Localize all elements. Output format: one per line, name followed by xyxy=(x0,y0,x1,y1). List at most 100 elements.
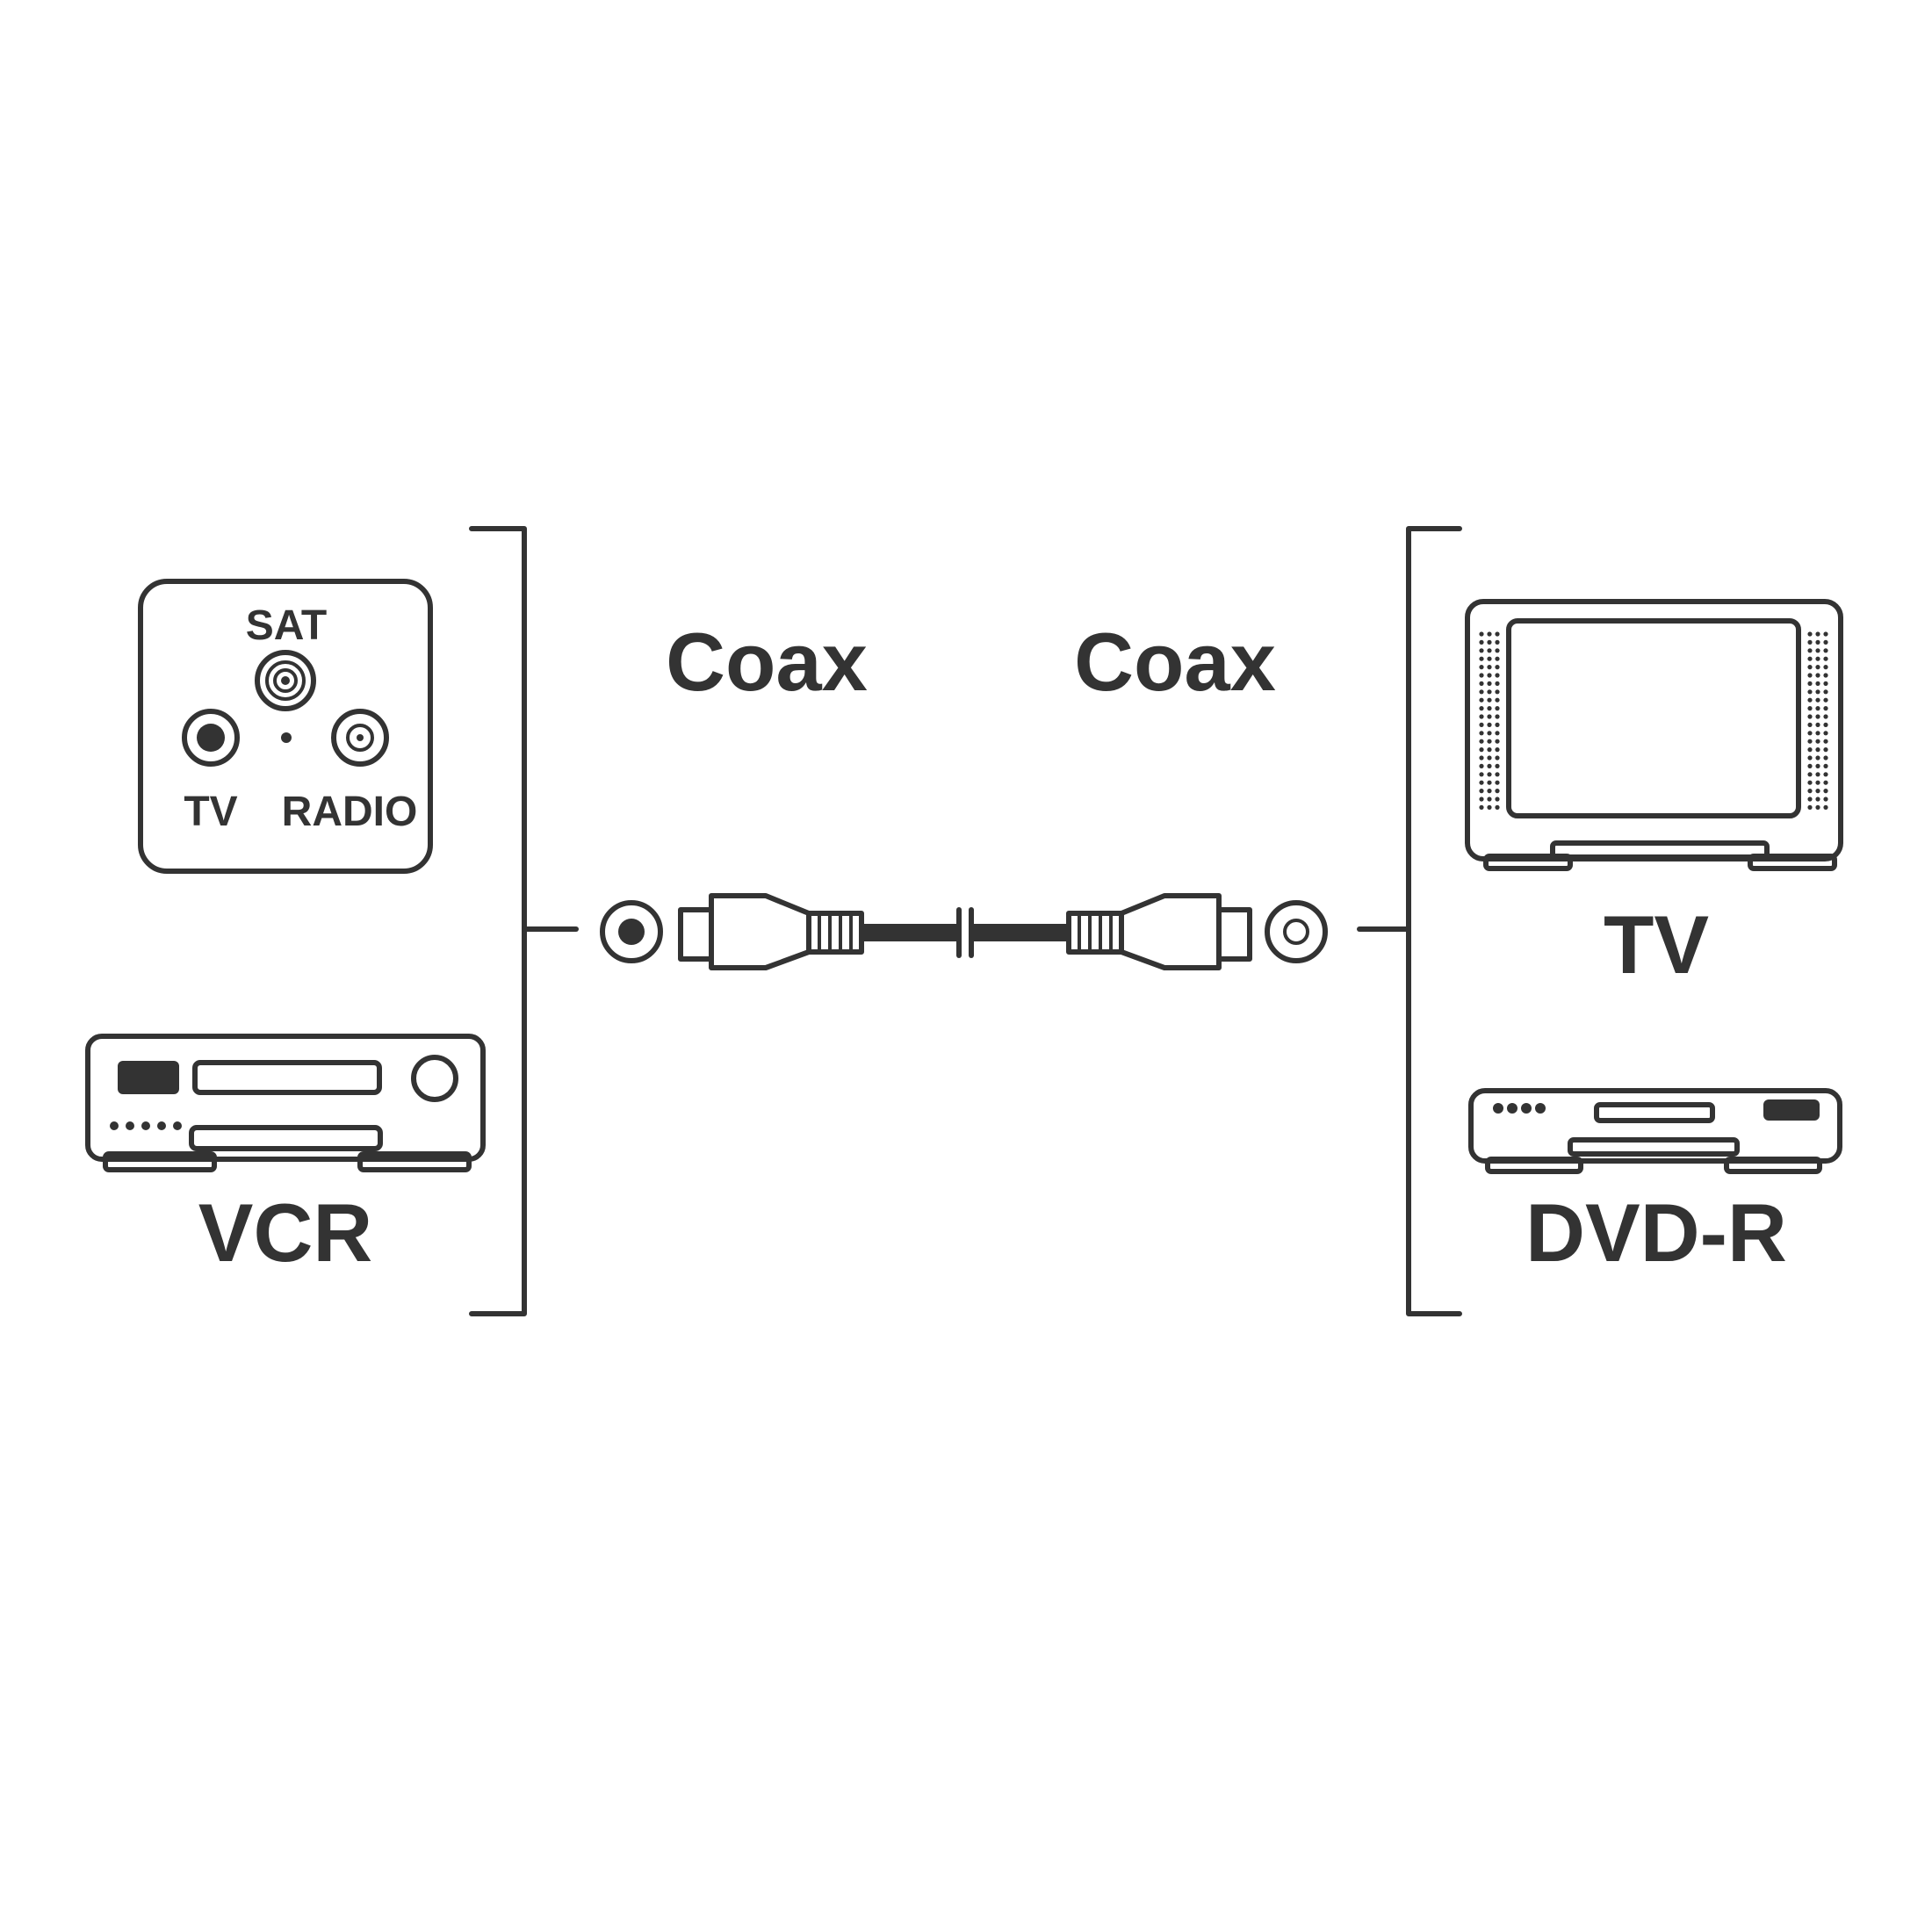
speaker-dot xyxy=(1487,656,1492,661)
speaker-dot xyxy=(1487,665,1492,670)
speaker-dot xyxy=(1823,722,1828,728)
speaker-dot xyxy=(1823,739,1828,744)
dvd-r-label: DVD-R xyxy=(1525,1186,1787,1279)
speaker-dot xyxy=(1807,714,1813,719)
speaker-dot xyxy=(1807,673,1813,678)
speaker-dot xyxy=(1815,755,1820,761)
speaker-dot xyxy=(1807,804,1813,811)
speaker-dot xyxy=(1479,648,1484,653)
speaker-dot xyxy=(1815,747,1820,753)
speaker-dot xyxy=(1495,648,1500,653)
speaker-dot xyxy=(1479,673,1484,678)
speaker-dot xyxy=(1807,747,1813,753)
speaker-dot xyxy=(1807,739,1813,744)
speaker-dot xyxy=(1807,755,1813,761)
speaker-dot xyxy=(1823,763,1828,769)
coax-plug-right-icon xyxy=(969,893,1252,970)
speaker-dot xyxy=(1479,706,1484,711)
vcr-label: VCR xyxy=(198,1186,372,1279)
speaker-dot xyxy=(1495,689,1500,695)
dvd-recorder-icon xyxy=(1468,1088,1842,1174)
speaker-dot xyxy=(1495,665,1500,670)
speaker-dot xyxy=(1807,763,1813,769)
speaker-dot xyxy=(1487,648,1492,653)
speaker-dot xyxy=(1815,689,1820,695)
speaker-dot xyxy=(1495,631,1500,637)
tv-speaker-left-icon xyxy=(1479,631,1500,811)
speaker-dot xyxy=(1487,681,1492,687)
speaker-dot xyxy=(1823,789,1828,794)
speaker-dot xyxy=(1807,722,1813,728)
speaker-dot xyxy=(1815,763,1820,769)
speaker-dot xyxy=(1815,665,1820,670)
speaker-dot xyxy=(1823,665,1828,670)
speaker-dot xyxy=(1487,797,1492,802)
speaker-dot xyxy=(1823,631,1828,637)
speaker-dot xyxy=(1479,755,1484,761)
speaker-dot xyxy=(1807,631,1813,637)
speaker-dot xyxy=(1495,739,1500,744)
speaker-dot xyxy=(1807,681,1813,687)
speaker-dot xyxy=(1487,780,1492,785)
speaker-dot xyxy=(1823,747,1828,753)
coax-plug-left-icon xyxy=(678,893,962,970)
speaker-dot xyxy=(1823,731,1828,736)
speaker-dot xyxy=(1495,780,1500,785)
right-bracket xyxy=(1406,526,1462,1316)
vcr-icon xyxy=(85,1034,486,1172)
speaker-dot xyxy=(1807,797,1813,802)
socket-label-tv: TV xyxy=(184,789,237,835)
speaker-dot xyxy=(1823,706,1828,711)
speaker-dot xyxy=(1479,639,1484,645)
tv-connector-icon xyxy=(182,709,240,767)
speaker-dot xyxy=(1815,804,1820,811)
speaker-dot xyxy=(1487,639,1492,645)
speaker-dot xyxy=(1487,747,1492,753)
socket-label-radio: RADIO xyxy=(282,789,418,835)
speaker-dot xyxy=(1487,673,1492,678)
speaker-dot xyxy=(1479,689,1484,695)
speaker-dot xyxy=(1815,731,1820,736)
speaker-dot xyxy=(1495,639,1500,645)
speaker-dot xyxy=(1815,639,1820,645)
speaker-dot xyxy=(1807,731,1813,736)
speaker-dot xyxy=(1823,689,1828,695)
speaker-dot xyxy=(1823,648,1828,653)
speaker-dot xyxy=(1807,639,1813,645)
speaker-dot xyxy=(1807,789,1813,794)
speaker-dot xyxy=(1823,772,1828,777)
speaker-dot xyxy=(1479,681,1484,687)
speaker-dot xyxy=(1495,804,1500,811)
speaker-dot xyxy=(1479,747,1484,753)
left-bracket xyxy=(469,526,527,1316)
speaker-dot xyxy=(1807,689,1813,695)
speaker-dot xyxy=(1487,763,1492,769)
speaker-dot xyxy=(1807,780,1813,785)
speaker-dot xyxy=(1487,689,1492,695)
speaker-dot xyxy=(1815,681,1820,687)
speaker-dot xyxy=(1815,706,1820,711)
sat-connector-icon xyxy=(255,650,316,711)
speaker-dot xyxy=(1815,631,1820,637)
speaker-dot xyxy=(1823,804,1828,811)
coax-jack-left-icon xyxy=(600,900,663,963)
speaker-dot xyxy=(1479,780,1484,785)
speaker-dot xyxy=(1823,673,1828,678)
speaker-dot xyxy=(1823,714,1828,719)
speaker-dot xyxy=(1479,665,1484,670)
wall-socket-icon: SAT TV RADIO xyxy=(138,579,433,874)
speaker-dot xyxy=(1495,673,1500,678)
speaker-dot xyxy=(1495,706,1500,711)
speaker-dot xyxy=(1815,714,1820,719)
speaker-dot xyxy=(1823,639,1828,645)
speaker-dot xyxy=(1815,697,1820,703)
speaker-dot xyxy=(1495,697,1500,703)
socket-screw-icon xyxy=(281,732,292,743)
speaker-dot xyxy=(1823,755,1828,761)
speaker-dot xyxy=(1479,714,1484,719)
speaker-dot xyxy=(1487,804,1492,811)
speaker-dot xyxy=(1807,697,1813,703)
speaker-dot xyxy=(1815,722,1820,728)
speaker-dot xyxy=(1495,681,1500,687)
speaker-dot xyxy=(1479,631,1484,637)
